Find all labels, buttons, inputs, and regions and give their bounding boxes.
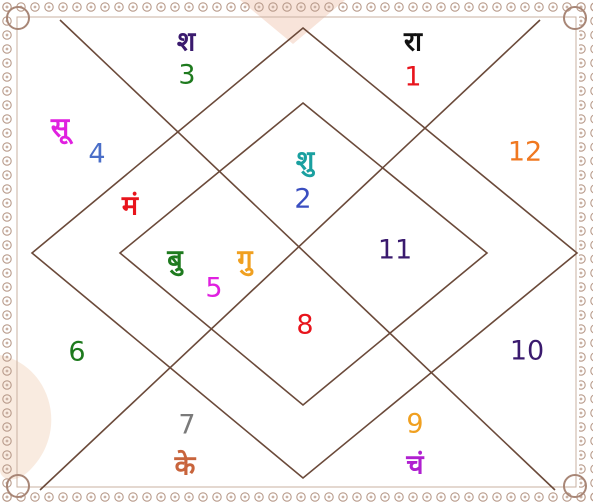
house-6-planet-1: श xyxy=(177,29,195,56)
house-2-planet-1: के xyxy=(175,453,196,480)
house-8-planet-1: रा xyxy=(404,29,422,56)
house-7-planet-1: शु xyxy=(296,148,314,175)
watermark xyxy=(0,0,345,479)
house-grid xyxy=(32,20,577,490)
house-8-sign-number: 1 xyxy=(404,64,421,91)
house-2-sign-number: 7 xyxy=(178,412,195,439)
house-7-sign-number: 2 xyxy=(294,186,311,213)
house-9-sign-number: 12 xyxy=(508,139,542,166)
house-12-planet-1: चं xyxy=(406,452,423,479)
house-5-sign-number: 4 xyxy=(88,141,105,168)
house-4-planet-2: गु xyxy=(237,247,252,274)
house-4-sign-number: 5 xyxy=(205,275,222,302)
house-1-sign-number: 8 xyxy=(296,312,313,339)
house-11-sign-number: 10 xyxy=(510,338,544,365)
house-5-planet-2: मं xyxy=(122,193,138,220)
house-6-sign-number: 3 xyxy=(178,62,195,89)
house-12-sign-number: 9 xyxy=(406,411,423,438)
house-5-planet-1: सू xyxy=(51,115,69,142)
house-3-sign-number: 6 xyxy=(68,339,85,366)
house-4-planet-1: बु xyxy=(167,247,182,274)
house-10-sign-number: 11 xyxy=(378,237,412,264)
